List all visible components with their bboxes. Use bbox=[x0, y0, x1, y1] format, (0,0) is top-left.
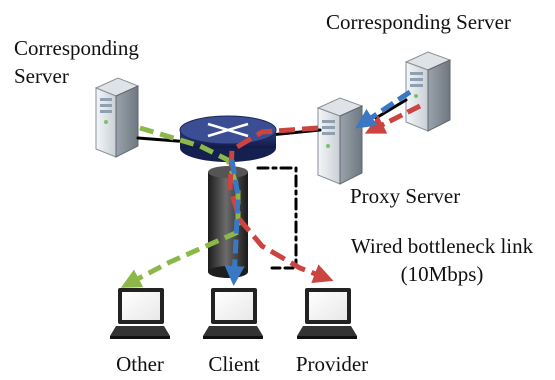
flow-arrows bbox=[120, 89, 422, 288]
client-label-provider: Provider bbox=[295, 352, 369, 376]
bottleneck-bypass-line bbox=[256, 166, 298, 270]
client-label-other: Other bbox=[116, 352, 164, 376]
router-icon bbox=[179, 115, 277, 162]
corresponding-server-right-label: Corresponding Server bbox=[326, 10, 511, 34]
red-flow-arrow bbox=[364, 103, 422, 134]
corresponding-server-right-icon bbox=[404, 51, 452, 132]
laptop-provider-icon bbox=[297, 288, 357, 339]
bottleneck-link-label-line1: Wired bottleneck link bbox=[350, 234, 534, 258]
laptop-other-icon bbox=[110, 288, 170, 339]
bottleneck-link-label-line2: (10Mbps) bbox=[400, 262, 484, 286]
blue-flow-arrow bbox=[355, 89, 412, 129]
laptop-client-icon bbox=[203, 288, 263, 339]
red-flow-arrow-main bbox=[227, 125, 334, 284]
corresponding-server-left-label-line2: Server bbox=[14, 64, 69, 88]
proxy-server-label: Proxy Server bbox=[350, 184, 461, 208]
green-flow-arrow bbox=[120, 125, 241, 288]
client-label-client: Client bbox=[208, 352, 260, 376]
proxy-server-icon bbox=[316, 97, 364, 185]
corresponding-server-left-label-line1: Corresponding bbox=[14, 36, 139, 60]
corresponding-server-left-icon bbox=[94, 77, 140, 158]
